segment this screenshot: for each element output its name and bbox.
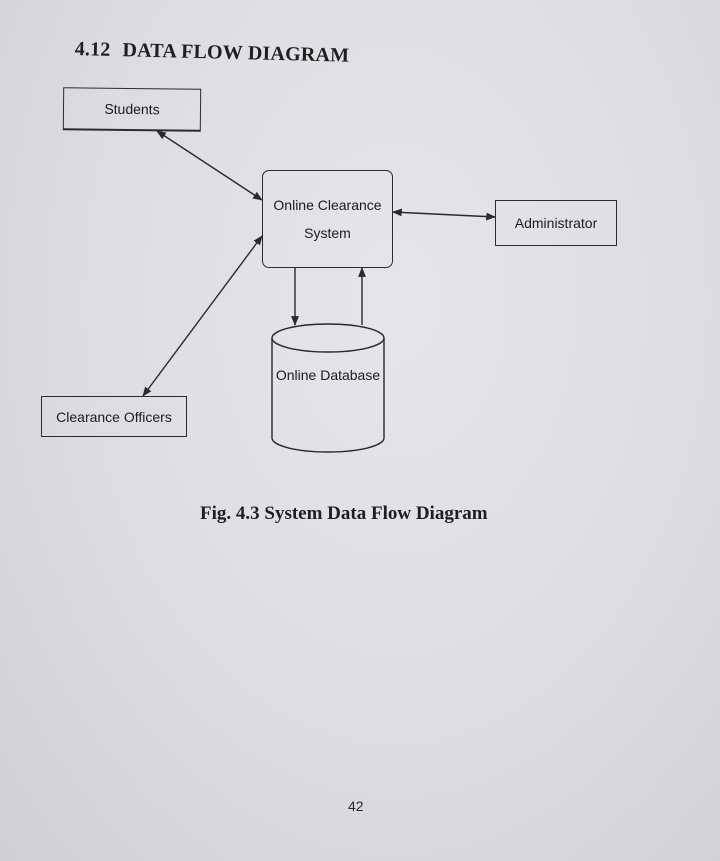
online-database-label: Online Database bbox=[275, 367, 381, 383]
flow-students-system bbox=[156, 130, 263, 201]
online-clearance-system-process: Online Clearance System bbox=[262, 170, 393, 268]
system-label-line1: Online Clearance bbox=[273, 197, 382, 213]
clearance-officers-entity: Clearance Officers bbox=[41, 396, 187, 437]
administrator-label: Administrator bbox=[514, 215, 598, 231]
figure-caption: Fig. 4.3 System Data Flow Diagram bbox=[200, 503, 488, 524]
flow-officers-system bbox=[142, 235, 263, 397]
students-entity: Students bbox=[62, 87, 202, 132]
administrator-entity: Administrator bbox=[495, 200, 617, 246]
page-number: 42 bbox=[348, 798, 364, 814]
clearance-officers-label: Clearance Officers bbox=[56, 408, 172, 425]
system-label-line2: System bbox=[304, 225, 351, 241]
students-label: Students bbox=[104, 100, 160, 118]
flow-system-administrator bbox=[392, 208, 496, 221]
database-cylinder bbox=[271, 323, 385, 453]
